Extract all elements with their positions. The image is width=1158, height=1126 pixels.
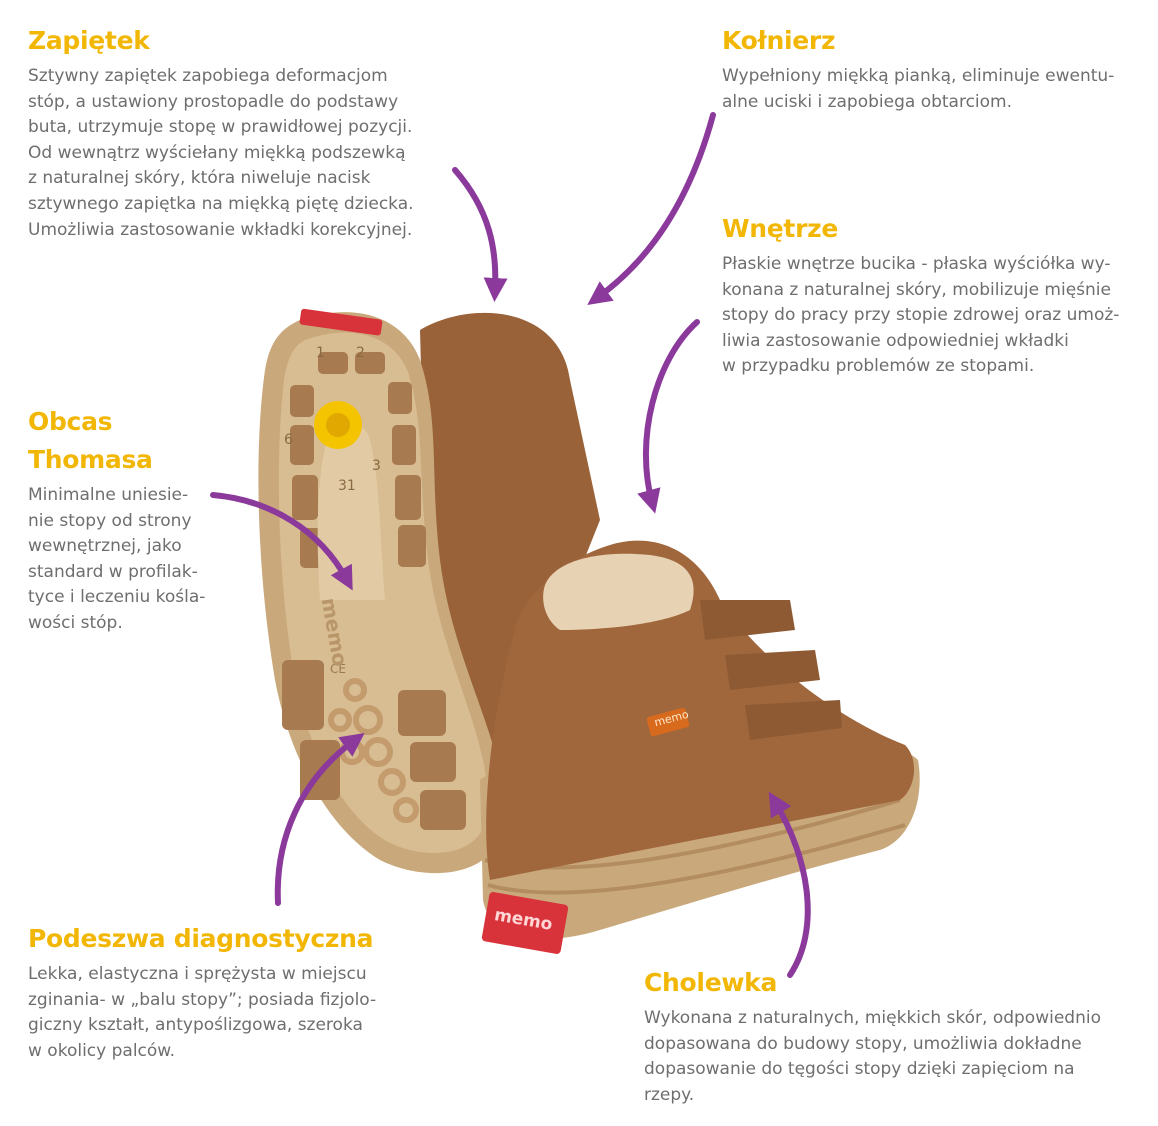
memo-back-tag [481, 892, 569, 954]
sole-mark-1: 1 [316, 345, 325, 361]
heading-cholewka: Cholewka [644, 968, 778, 997]
desc-wnetrze: Płaskie wnętrze bucika - płaska wyściółk… [722, 254, 1120, 377]
heading-kolnierz: Kołnierz [722, 26, 836, 55]
sole-mark-6: 6 [284, 432, 293, 448]
desc-cholewka: Wykonana z naturalnych, miękkich skór, o… [644, 1008, 1101, 1105]
desc-kolnierz: Wypełniony miękką pianką, eliminuje ewen… [722, 66, 1115, 112]
desc-obcas: Minimalne uniesie- nie stopy od strony w… [28, 485, 206, 633]
arrow-cholewka [768, 791, 811, 978]
desc-podeszwa: Lekka, elastyczna i sprężysta w miejscu … [28, 964, 377, 1061]
heel-tread [282, 352, 466, 830]
heading-wnetrze: Wnętrze [722, 214, 839, 243]
callout-zapietek: Zapiętek Sztywny zapiętek zapobiega defo… [28, 22, 414, 243]
callout-obcas: Obcas Thomasa Minimalne uniesie- nie sto… [28, 403, 205, 637]
sole-mark-2: 2 [356, 345, 365, 361]
sole-circle-pattern [328, 678, 419, 823]
right-shoe-collar [543, 553, 694, 630]
memo-side-label [646, 707, 690, 737]
arrow-zapietek [452, 167, 508, 302]
desc-zapietek: Sztywny zapiętek zapobiega deformacjom s… [28, 66, 414, 240]
velcro-straps [700, 600, 842, 740]
arrow-obcas [210, 492, 353, 591]
sole-mark-3: 3 [372, 458, 381, 474]
heading-obcas: Obcas Thomasa [28, 407, 153, 474]
heel-red-tag [299, 308, 383, 336]
callout-cholewka: Cholewka Wykonana z naturalnych, miękkic… [644, 964, 1101, 1108]
sole-size-31: 31 [338, 478, 356, 494]
callout-wnetrze: Wnętrze Płaskie wnętrze bucika - płaska … [722, 210, 1119, 380]
callout-kolnierz: Kołnierz Wypełniony miękką pianką, elimi… [722, 22, 1114, 115]
arrow-wnetrze [637, 319, 700, 514]
callout-podeszwa: Podeszwa diagnostyczna Lekka, elastyczna… [28, 920, 376, 1064]
heading-podeszwa: Podeszwa diagnostyczna [28, 924, 374, 953]
arrow-kolnierz [587, 112, 716, 305]
left-shoe-upper [420, 312, 600, 780]
arrow-podeszwa [274, 732, 365, 906]
heading-zapietek: Zapiętek [28, 26, 150, 55]
sole-ce-mark: CE [330, 662, 346, 676]
